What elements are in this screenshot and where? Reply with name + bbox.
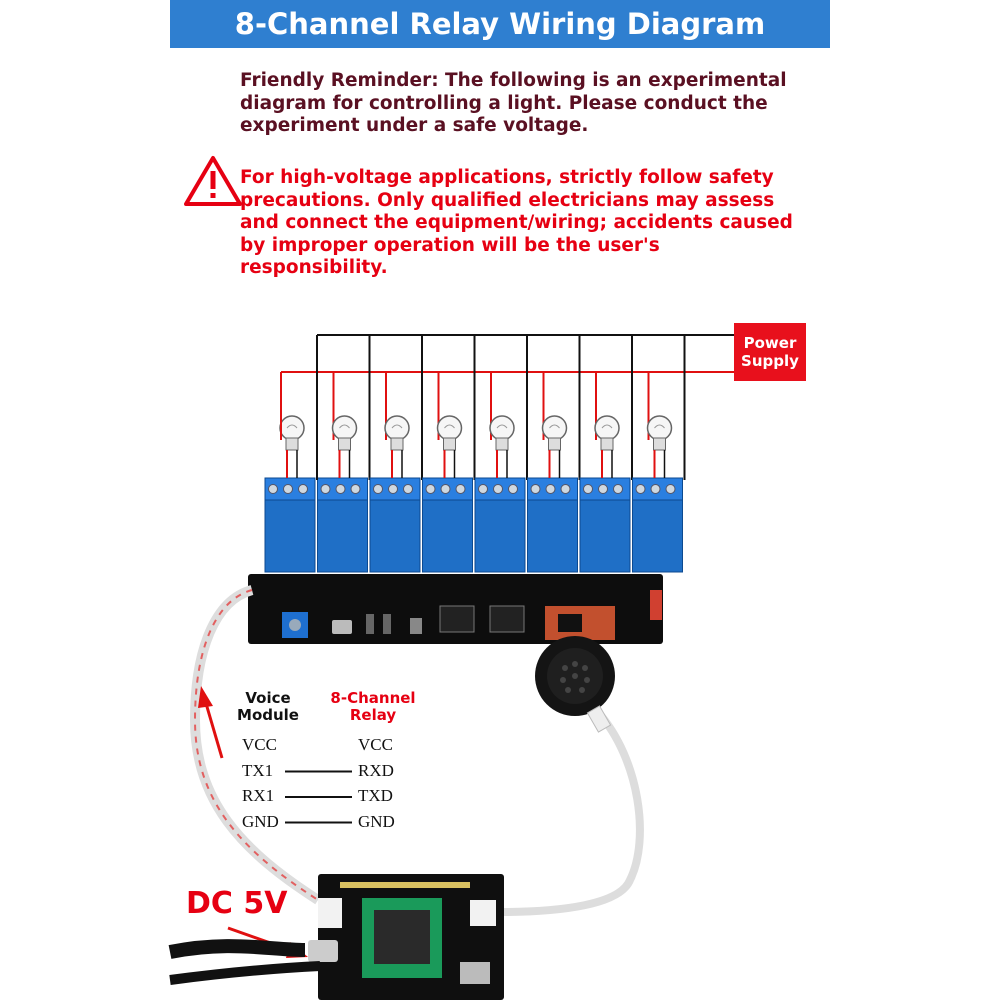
ic-chip-1 xyxy=(439,605,475,633)
voice-module-header: Voice Module xyxy=(228,690,308,724)
light-bulb-icon xyxy=(489,415,515,451)
usb-port xyxy=(332,620,352,634)
relay-unit xyxy=(369,477,421,573)
relay-unit xyxy=(317,477,368,573)
voice-module-connector xyxy=(318,898,342,928)
light-bulb-icon xyxy=(331,415,358,451)
relay-pin-label: RXD xyxy=(358,760,394,780)
light-bulb-icon xyxy=(541,415,568,451)
relay-unit xyxy=(264,477,316,573)
relay-pin-label: TXD xyxy=(358,786,393,805)
relay-unit xyxy=(422,477,473,573)
light-bulb-icon xyxy=(436,415,463,451)
speaker-connector xyxy=(470,900,496,926)
dc-5v-label: DC 5V xyxy=(186,886,288,921)
voice-module-header-line2: Module xyxy=(237,706,299,724)
relay-header-line1: 8-Channel xyxy=(330,689,416,707)
high-voltage-warning-text: For high-voltage applications, strictly … xyxy=(240,167,793,278)
relay-header-line2: Relay xyxy=(349,706,397,724)
relay-unit xyxy=(632,477,683,573)
power-supply-label-line2: Supply xyxy=(741,352,799,370)
speaker-cable xyxy=(499,709,644,916)
voice-pin-label: GND xyxy=(242,811,279,831)
ic-chip-2 xyxy=(489,605,525,633)
light-bulb-icon xyxy=(279,415,305,451)
power-supply-box: Power Supply xyxy=(734,323,806,381)
arrow-to-relay xyxy=(203,699,224,759)
relay-unit xyxy=(579,477,631,573)
diagram-title: 8-Channel Relay Wiring Diagram xyxy=(170,0,830,48)
voice-module-header-line1: Voice xyxy=(245,689,291,707)
light-bulb-icon xyxy=(594,415,620,451)
light-bulb-icon xyxy=(646,415,673,451)
relay-pin-label: VCC xyxy=(358,735,393,754)
relay-unit xyxy=(474,477,526,573)
usb-a-port xyxy=(460,962,490,984)
relay-pin-label: GND xyxy=(358,811,395,831)
relay-header: 8-Channel Relay xyxy=(326,690,420,724)
light-bulb-icon xyxy=(384,415,410,451)
voice-pin-label: TX1 xyxy=(242,760,274,780)
voice-pin-label: VCC xyxy=(242,735,277,754)
friendly-reminder-text: Friendly Reminder: The following is an e… xyxy=(240,70,787,136)
power-cable xyxy=(168,939,306,959)
voice-pin-label: RX1 xyxy=(242,786,275,805)
usb-c-port xyxy=(308,940,338,962)
relay-unit xyxy=(527,477,578,573)
power-supply-label-line1: Power xyxy=(743,334,797,352)
